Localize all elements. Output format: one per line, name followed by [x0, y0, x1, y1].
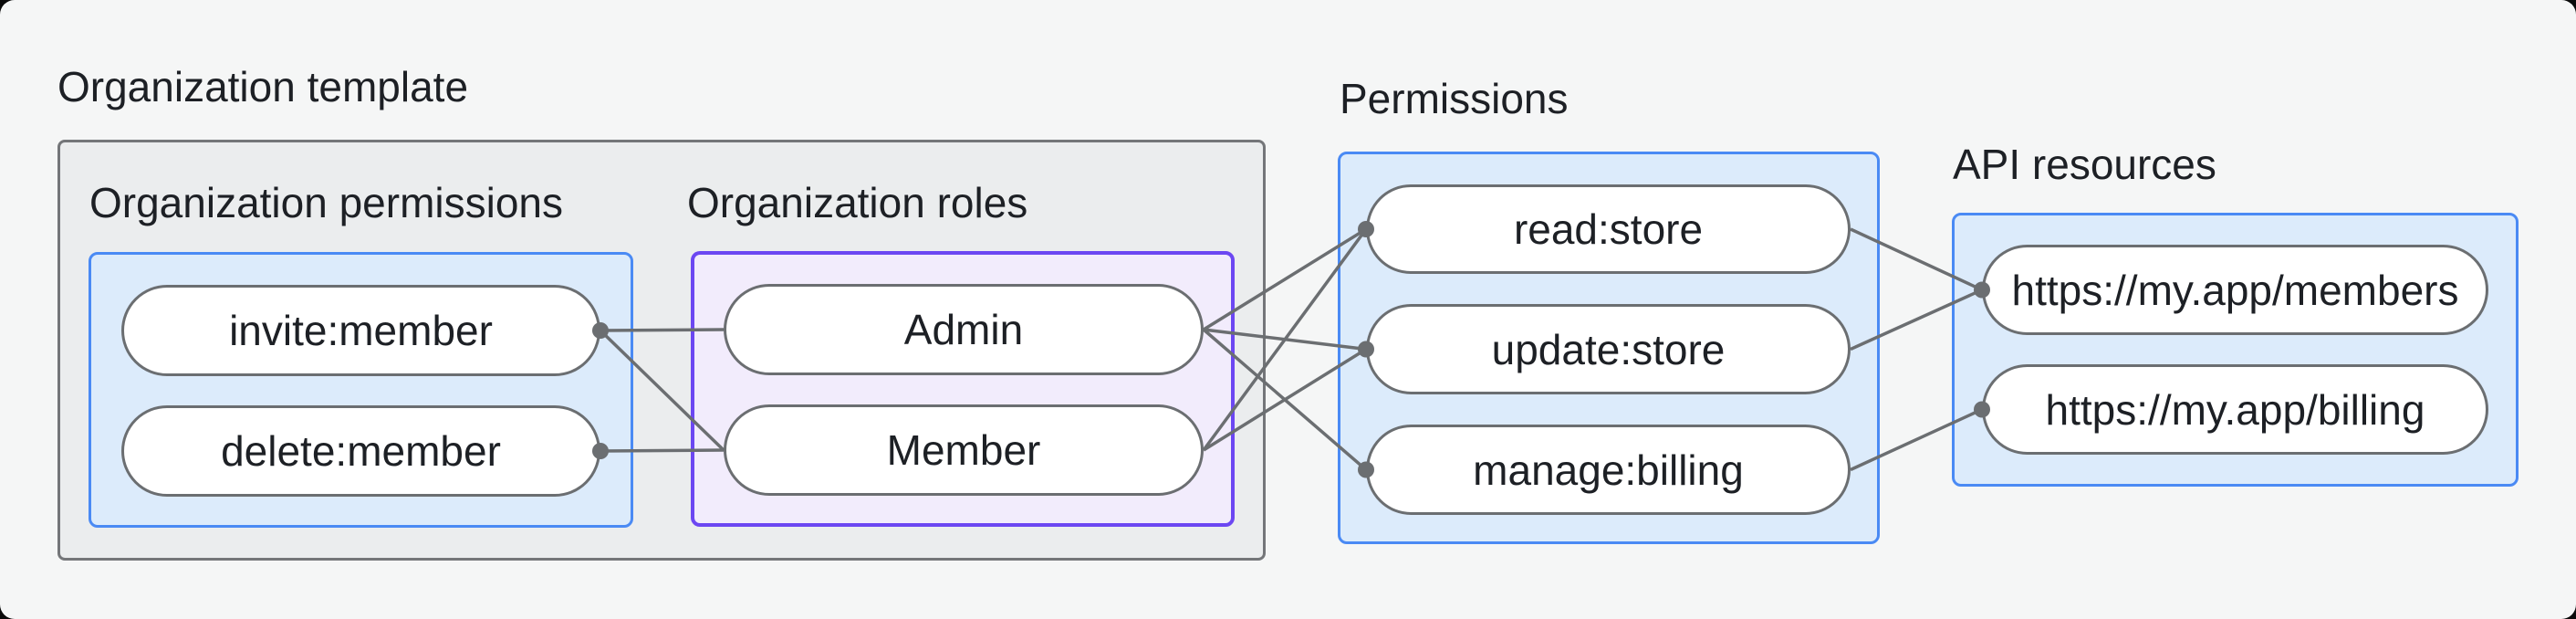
- node-api-members: https://my.app/members: [1982, 245, 2488, 335]
- org-template-container: Organization permissions Organization ro…: [57, 140, 1266, 561]
- org-permissions-heading: Organization permissions: [89, 179, 564, 226]
- node-manage-billing: manage:billing: [1366, 425, 1851, 515]
- node-delete-member: delete:member: [121, 405, 600, 497]
- node-api-billing: https://my.app/billing: [1982, 364, 2488, 455]
- page-title: Organization template: [57, 63, 469, 110]
- node-admin: Admin: [724, 284, 1204, 375]
- node-member: Member: [724, 404, 1204, 496]
- node-invite-member: invite:member: [121, 285, 600, 376]
- permissions-heading: Permissions: [1340, 75, 1569, 122]
- node-update-store: update:store: [1366, 304, 1851, 394]
- node-read-store: read:store: [1366, 184, 1851, 274]
- api-resources-box: https://my.app/members https://my.app/bi…: [1952, 213, 2519, 487]
- api-resources-heading: API resources: [1953, 141, 2216, 188]
- org-roles-box: Admin Member: [691, 251, 1235, 527]
- org-roles-heading: Organization roles: [687, 179, 1028, 226]
- permissions-box: read:store update:store manage:billing: [1338, 152, 1880, 544]
- org-permissions-box: invite:member delete:member: [89, 252, 633, 528]
